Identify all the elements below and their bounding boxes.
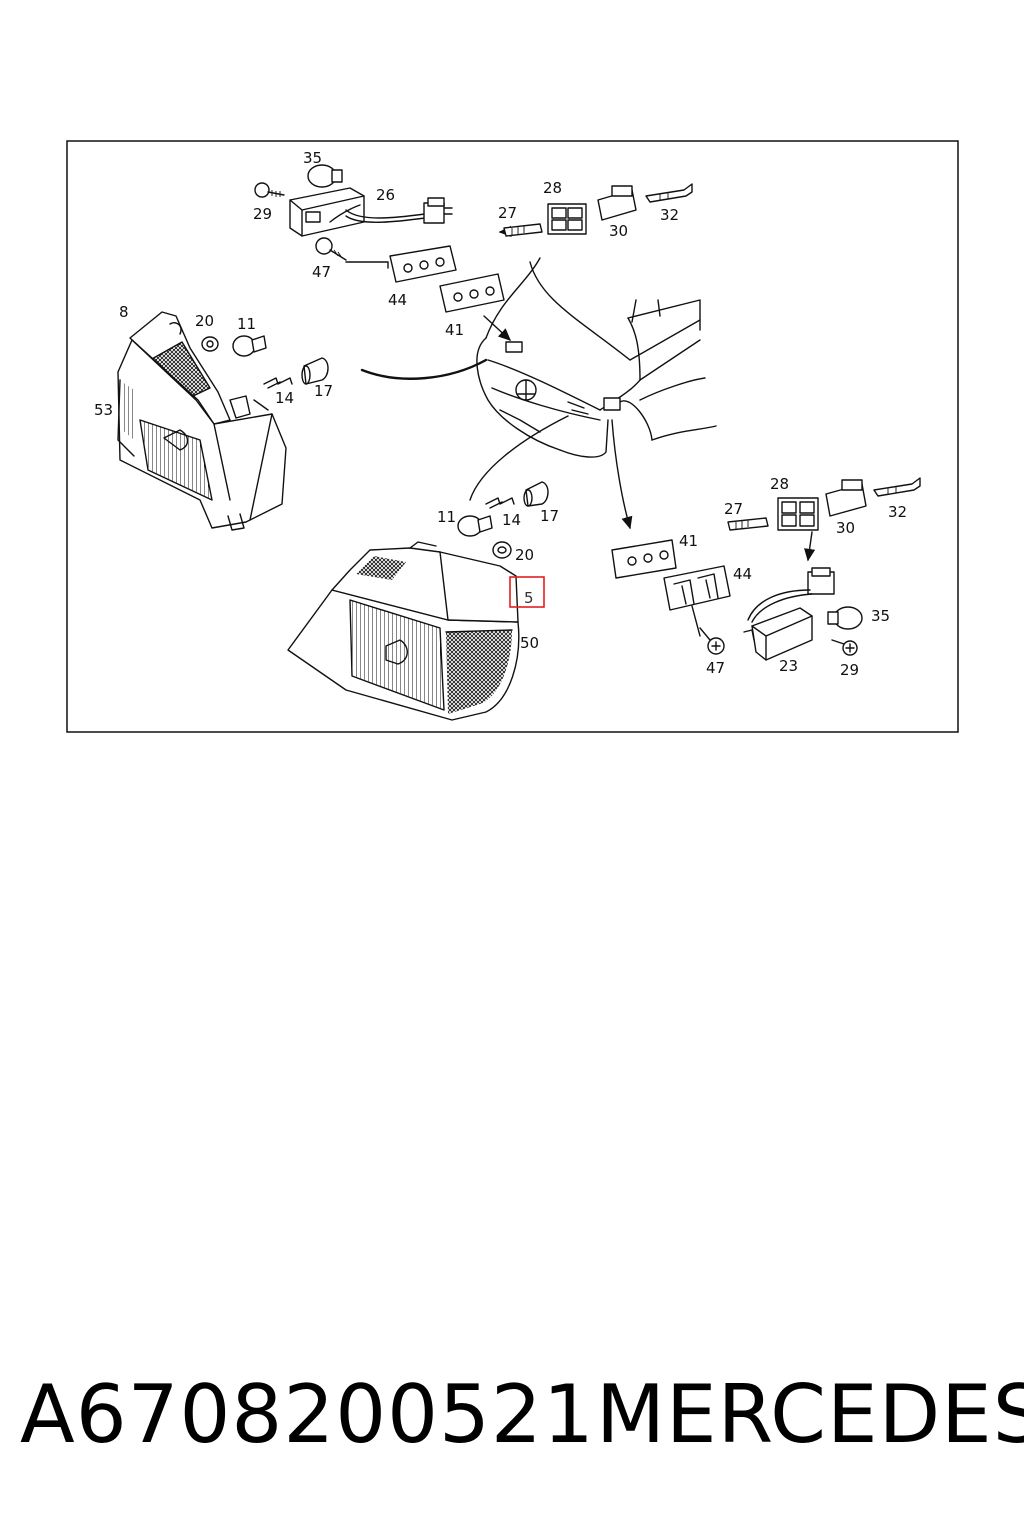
- label-53: 53: [94, 401, 113, 419]
- part-number: A6708200521: [20, 1368, 595, 1461]
- label-41-upper: 41: [445, 321, 464, 339]
- headlamp-assembly-8: [117, 311, 287, 531]
- label-20-left: 20: [195, 312, 214, 330]
- terminal-32-upper-icon: [645, 183, 693, 203]
- connector-28-lower: [777, 497, 819, 531]
- label-11-lower: 11: [437, 508, 456, 526]
- label-11-left: 11: [237, 315, 256, 333]
- label-30-upper: 30: [609, 222, 628, 240]
- label-20-lower: 20: [515, 546, 534, 564]
- label-5: 5: [524, 589, 534, 607]
- label-35-upper: 35: [303, 149, 322, 167]
- terminal-32-lower-icon: [873, 477, 921, 497]
- label-44-lower: 44: [733, 565, 752, 583]
- clip-14-left-icon: [263, 377, 293, 389]
- label-28-upper: 28: [543, 179, 562, 197]
- gasket-44-upper: [389, 245, 457, 283]
- screw-29-upper-icon: [254, 182, 285, 198]
- label-30-lower: 30: [836, 519, 855, 537]
- label-29-upper: 29: [253, 205, 272, 223]
- label-28-lower: 28: [770, 475, 789, 493]
- label-41-lower: 41: [679, 532, 698, 550]
- turn-signal-lamp-5: [287, 541, 520, 721]
- screw-47-lower-icon: [699, 627, 725, 655]
- turn-signal-socket-upper: [289, 187, 426, 237]
- socket-17-lower-icon: [523, 481, 549, 507]
- label-17-left: 17: [314, 382, 333, 400]
- label-50: 50: [520, 634, 539, 652]
- label-14-left: 14: [275, 389, 294, 407]
- footer-caption: A6708200521 MERCEDES: [0, 1368, 1024, 1478]
- screw-47-upper-icon: [315, 237, 347, 261]
- bulb-11-left-icon: [232, 335, 267, 357]
- connector-30-lower: [825, 479, 867, 517]
- label-27-upper: 27: [498, 204, 517, 222]
- label-23: 23: [779, 657, 798, 675]
- bulb-11-lower-icon: [457, 515, 493, 537]
- label-17-lower: 17: [540, 507, 559, 525]
- connector-28-upper: [547, 203, 587, 235]
- label-26: 26: [376, 186, 395, 204]
- parts-diagram: 35 26 28 29 27 30 32 47 44 41 8 20 11 53…: [66, 140, 959, 733]
- grommet-20-left-icon: [201, 336, 219, 352]
- clip-14-lower-icon: [485, 497, 515, 509]
- brand-name: MERCEDES: [596, 1368, 1024, 1461]
- gasket-41-lower: [611, 539, 677, 579]
- label-14-lower: 14: [502, 511, 521, 529]
- screw-29-lower-icon: [831, 639, 858, 656]
- highlight-box-part-5: [509, 576, 545, 608]
- label-29-lower: 29: [840, 661, 859, 679]
- terminal-27-upper-icon: [503, 223, 543, 237]
- gasket-41-upper: [439, 273, 505, 313]
- bulb-35-upper-icon: [307, 164, 343, 188]
- label-44-upper: 44: [388, 291, 407, 309]
- socket-17-left-icon: [301, 357, 329, 385]
- bulb-35-lower-icon: [827, 606, 863, 630]
- label-32-lower: 32: [888, 503, 907, 521]
- label-47-upper: 47: [312, 263, 331, 281]
- label-35-lower: 35: [871, 607, 890, 625]
- terminal-27-lower-icon: [727, 517, 769, 531]
- label-27-lower: 27: [724, 500, 743, 518]
- connector-23-plug: [747, 567, 835, 623]
- label-47-lower: 47: [706, 659, 725, 677]
- label-8: 8: [119, 303, 129, 321]
- connector-26: [423, 197, 453, 224]
- label-32-upper: 32: [660, 206, 679, 224]
- housing-44-lower: [663, 565, 731, 611]
- side-marker-23: [743, 607, 813, 661]
- grommet-20-lower-icon: [492, 541, 512, 559]
- connector-30-upper: [597, 185, 637, 221]
- vehicle-front-illustration: [476, 257, 717, 458]
